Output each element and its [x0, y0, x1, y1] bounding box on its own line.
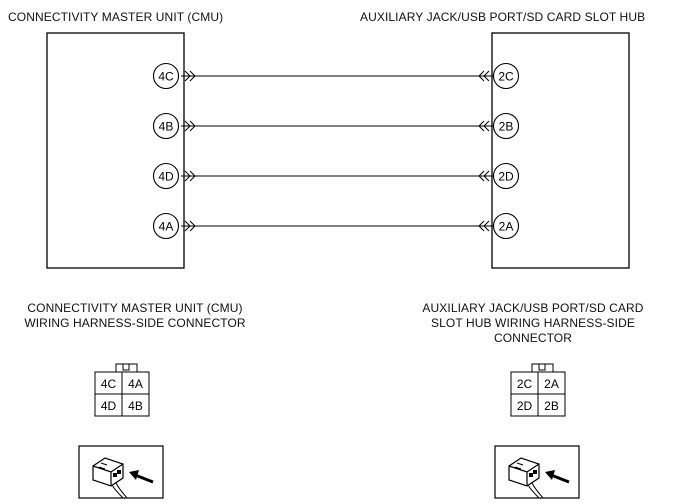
right-terminal-chevron — [478, 170, 490, 182]
left-pin-label: 4A — [159, 220, 174, 234]
hub-box — [491, 32, 630, 269]
icon-wires — [111, 482, 128, 499]
right-connector-caption-line3: CONNECTOR — [493, 331, 572, 345]
right-pin-circle — [492, 62, 520, 90]
harness-side-connector-icon — [494, 445, 580, 499]
wire-row-2: 4D 2D — [152, 162, 520, 190]
right-pin-circle — [492, 212, 520, 240]
left-pin-label: 4D — [158, 170, 174, 184]
icon-connector-edges — [508, 463, 540, 486]
cmu-connector-pin: 4A — [128, 377, 143, 391]
right-terminal-chevron — [478, 70, 490, 82]
icon-wires — [527, 482, 544, 499]
icon-arrow-shaft — [134, 473, 154, 484]
cmu-connector-pins: 4C 4A 4D 4B — [101, 377, 143, 413]
right-pin-label: 2D — [498, 170, 514, 184]
left-pin-circle — [152, 62, 180, 90]
left-unit-title: CONNECTIVITY MASTER UNIT (CMU) — [8, 10, 224, 24]
icon-connector-detail — [98, 462, 108, 470]
right-connector-caption: AUXILIARY JACK/USB PORT/SD CARD SLOT HUB… — [398, 301, 668, 346]
cmu-connector-pin: 4D — [101, 399, 117, 413]
hub-connector-pin: 2D — [517, 399, 533, 413]
left-terminal-chevron — [184, 220, 196, 232]
left-terminal-chevron — [184, 120, 196, 132]
left-connector-caption: CONNECTIVITY MASTER UNIT (CMU) WIRING HA… — [0, 301, 270, 331]
connector-lock-notch — [538, 363, 546, 371]
right-terminal-chevron — [478, 120, 490, 132]
left-terminal-chevron — [184, 170, 196, 182]
hub-connector-pins: 2C 2A 2D 2B — [517, 377, 559, 413]
right-terminal-chevron — [478, 220, 490, 232]
right-pin-circle — [492, 162, 520, 190]
icon-terminal — [533, 470, 537, 474]
icon-connector-body — [508, 457, 540, 487]
wire-row-1: 4B 2B — [152, 112, 520, 140]
right-pin-circle — [492, 112, 520, 140]
cmu-connector-pin: 4B — [128, 399, 143, 413]
hub-connector-pin: 2A — [544, 377, 559, 391]
left-pin-circle — [152, 112, 180, 140]
connector-lock-notch — [122, 363, 130, 371]
left-connector-caption-line2: WIRING HARNESS-SIDE CONNECTOR — [24, 316, 246, 330]
left-connector-caption-line1: CONNECTIVITY MASTER UNIT (CMU) — [27, 301, 243, 315]
icon-terminal — [117, 470, 121, 474]
icon-arrow-shaft — [550, 473, 570, 484]
left-pin-circle — [152, 162, 180, 190]
left-terminal-chevron — [184, 70, 196, 82]
harness-side-connector-icon — [78, 445, 164, 499]
icon-arrow-head — [129, 470, 139, 480]
icon-arrow-head — [545, 470, 555, 480]
left-pin-circle — [152, 212, 180, 240]
right-connector-caption-line2: SLOT HUB WIRING HARNESS-SIDE — [431, 316, 635, 330]
right-pin-label: 2A — [499, 220, 514, 234]
wire-row-0: 4C 2C — [152, 62, 520, 90]
right-unit-title: AUXILIARY JACK/USB PORT/SD CARD SLOT HUB — [360, 10, 646, 24]
hub-connector-face — [510, 363, 566, 417]
hub-connector-pin: 2B — [544, 399, 559, 413]
icon-connector-edges — [92, 463, 124, 486]
hub-connector-pin: 2C — [517, 377, 533, 391]
cmu-box — [46, 32, 185, 269]
right-connector-caption-line1: AUXILIARY JACK/USB PORT/SD CARD — [422, 301, 644, 315]
cmu-connector-face — [94, 363, 150, 417]
left-pin-label: 4C — [158, 70, 174, 84]
connector-lock-tab — [115, 363, 138, 372]
left-pin-label: 4B — [159, 120, 174, 134]
icon-terminal — [113, 473, 117, 477]
cmu-connector-pin: 4C — [101, 377, 117, 391]
right-pin-label: 2C — [498, 70, 514, 84]
icon-terminal — [529, 473, 533, 477]
wire-row-3: 4A 2A — [152, 212, 520, 240]
connector-lock-tab — [531, 363, 554, 372]
icon-connector-detail — [514, 462, 524, 470]
icon-connector-body — [92, 457, 124, 487]
right-pin-label: 2B — [499, 120, 514, 134]
